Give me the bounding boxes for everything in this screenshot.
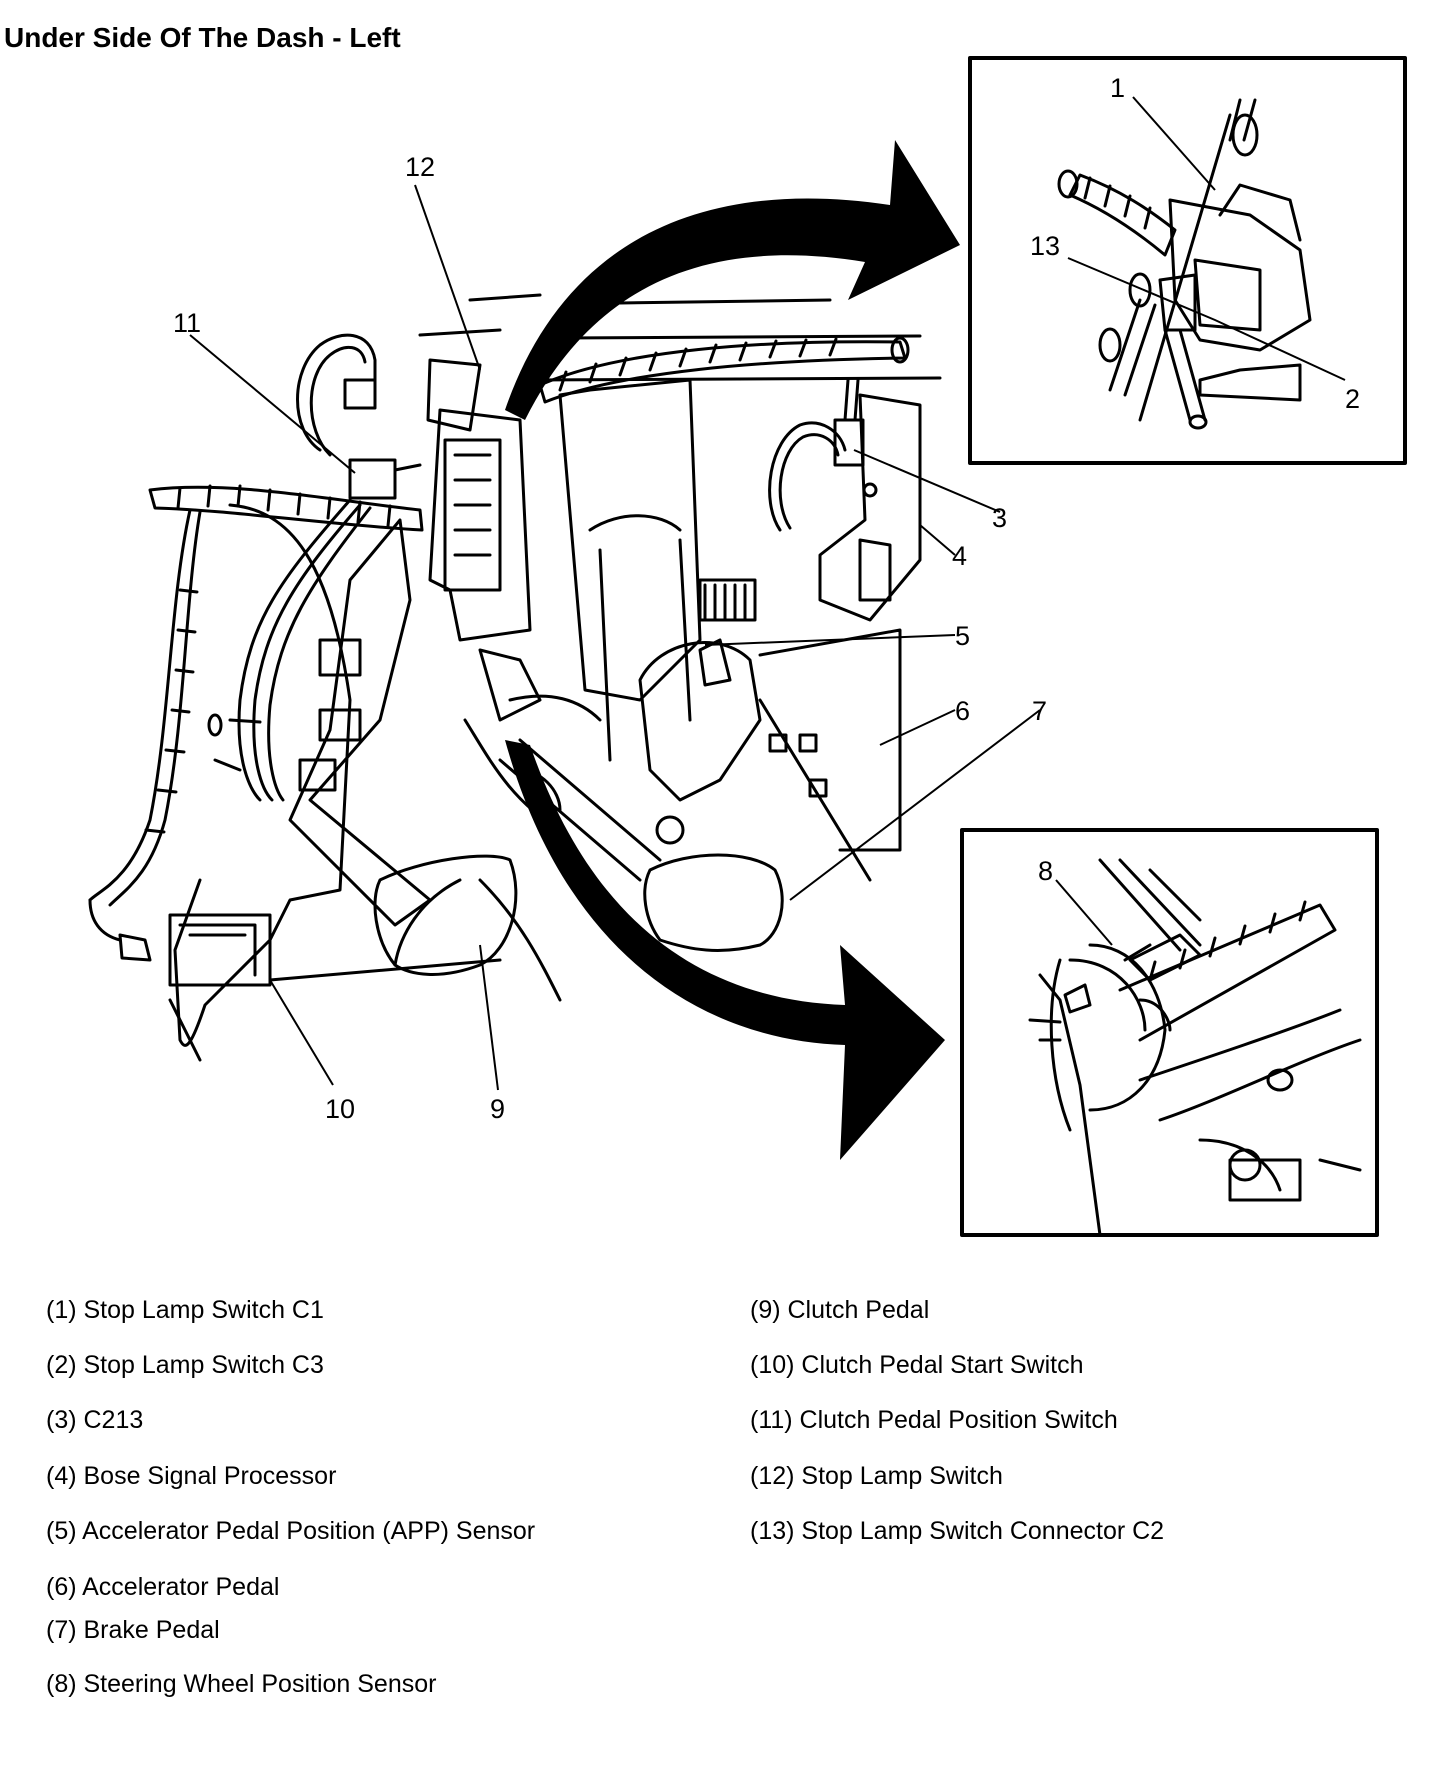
legend-item-10: (10) Clutch Pedal Start Switch [750,1351,1084,1379]
legend-item-3: (3) C213 [46,1406,144,1434]
arrow-to-upper-inset [505,140,960,420]
legend-item-4: (4) Bose Signal Processor [46,1462,337,1490]
legend-item-13: (13) Stop Lamp Switch Connector C2 [750,1517,1165,1545]
callout-7: 7 [1032,696,1047,726]
legend-item-8: (8) Steering Wheel Position Sensor [46,1670,437,1698]
left-harness [148,485,424,532]
callout-1: 1 [1110,73,1125,103]
clutch-pedal-arm [288,518,432,927]
callout-10: 10 [325,1094,355,1124]
callout-8: 8 [1038,856,1053,886]
upper-inset [968,56,1407,465]
callout-2: 2 [1345,384,1360,414]
bose-signal-processor [818,393,922,622]
clutch-position-switch-loop [296,333,377,452]
legend-item-2: (2) Stop Lamp Switch C3 [46,1351,324,1379]
callout-12: 12 [405,152,435,182]
brake-pedal-pad [643,853,784,952]
c213-connector [833,418,865,467]
callout-5: 5 [955,621,970,651]
legend-item-5: (5) Accelerator Pedal Position (APP) Sen… [46,1517,536,1545]
callout-11: 11 [173,308,201,338]
callout-9: 9 [490,1094,505,1124]
legend-item-7: (7) Brake Pedal [46,1616,220,1644]
lower-inset [960,828,1379,1237]
callout-4: 4 [952,541,967,571]
steering-column [558,378,702,702]
callout-13: 13 [1030,231,1060,261]
legend-item-6: (6) Accelerator Pedal [46,1573,280,1601]
clutch-start-switch [168,913,272,987]
legend-item-11: (11) Clutch Pedal Position Switch [750,1406,1118,1434]
callout-3: 3 [992,503,1007,533]
callout-6: 6 [955,696,970,726]
app-sensor [638,641,762,802]
dash-diagram: 1 2 3 4 5 6 7 8 9 10 11 12 13 [88,56,1407,1237]
legend-item-9: (9) Clutch Pedal [750,1296,930,1324]
stop-lamp-switch [428,408,532,642]
page-title: Under Side Of The Dash - Left [4,22,401,53]
legend-item-12: (12) Stop Lamp Switch [750,1462,1003,1490]
legend-item-1: (1) Stop Lamp Switch C1 [46,1296,324,1324]
